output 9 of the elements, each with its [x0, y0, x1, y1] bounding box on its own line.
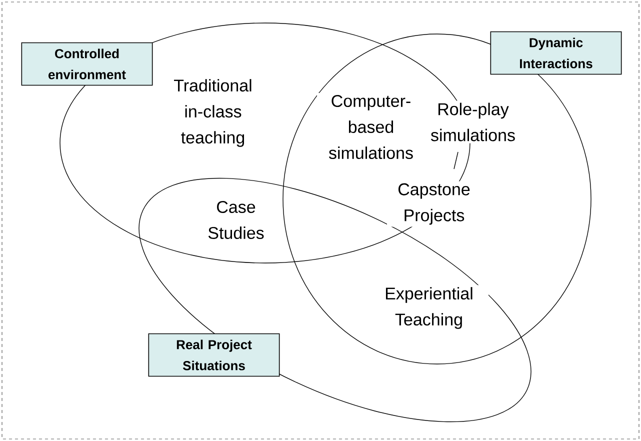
region-label: Computer-based simulations — [317, 92, 425, 162]
region-label: Capstone Projects — [387, 181, 481, 227]
region-label: Case Studies — [198, 198, 274, 241]
category-box: Real Project Situations — [148, 333, 280, 377]
category-box: Dynamic Interactions — [490, 31, 622, 75]
region-label: Traditional in-class teaching — [161, 77, 265, 149]
region-label: Experiential Teaching — [370, 285, 488, 331]
category-box: Controlled environment — [21, 42, 153, 86]
region-label: Role-play simulations — [421, 100, 525, 144]
